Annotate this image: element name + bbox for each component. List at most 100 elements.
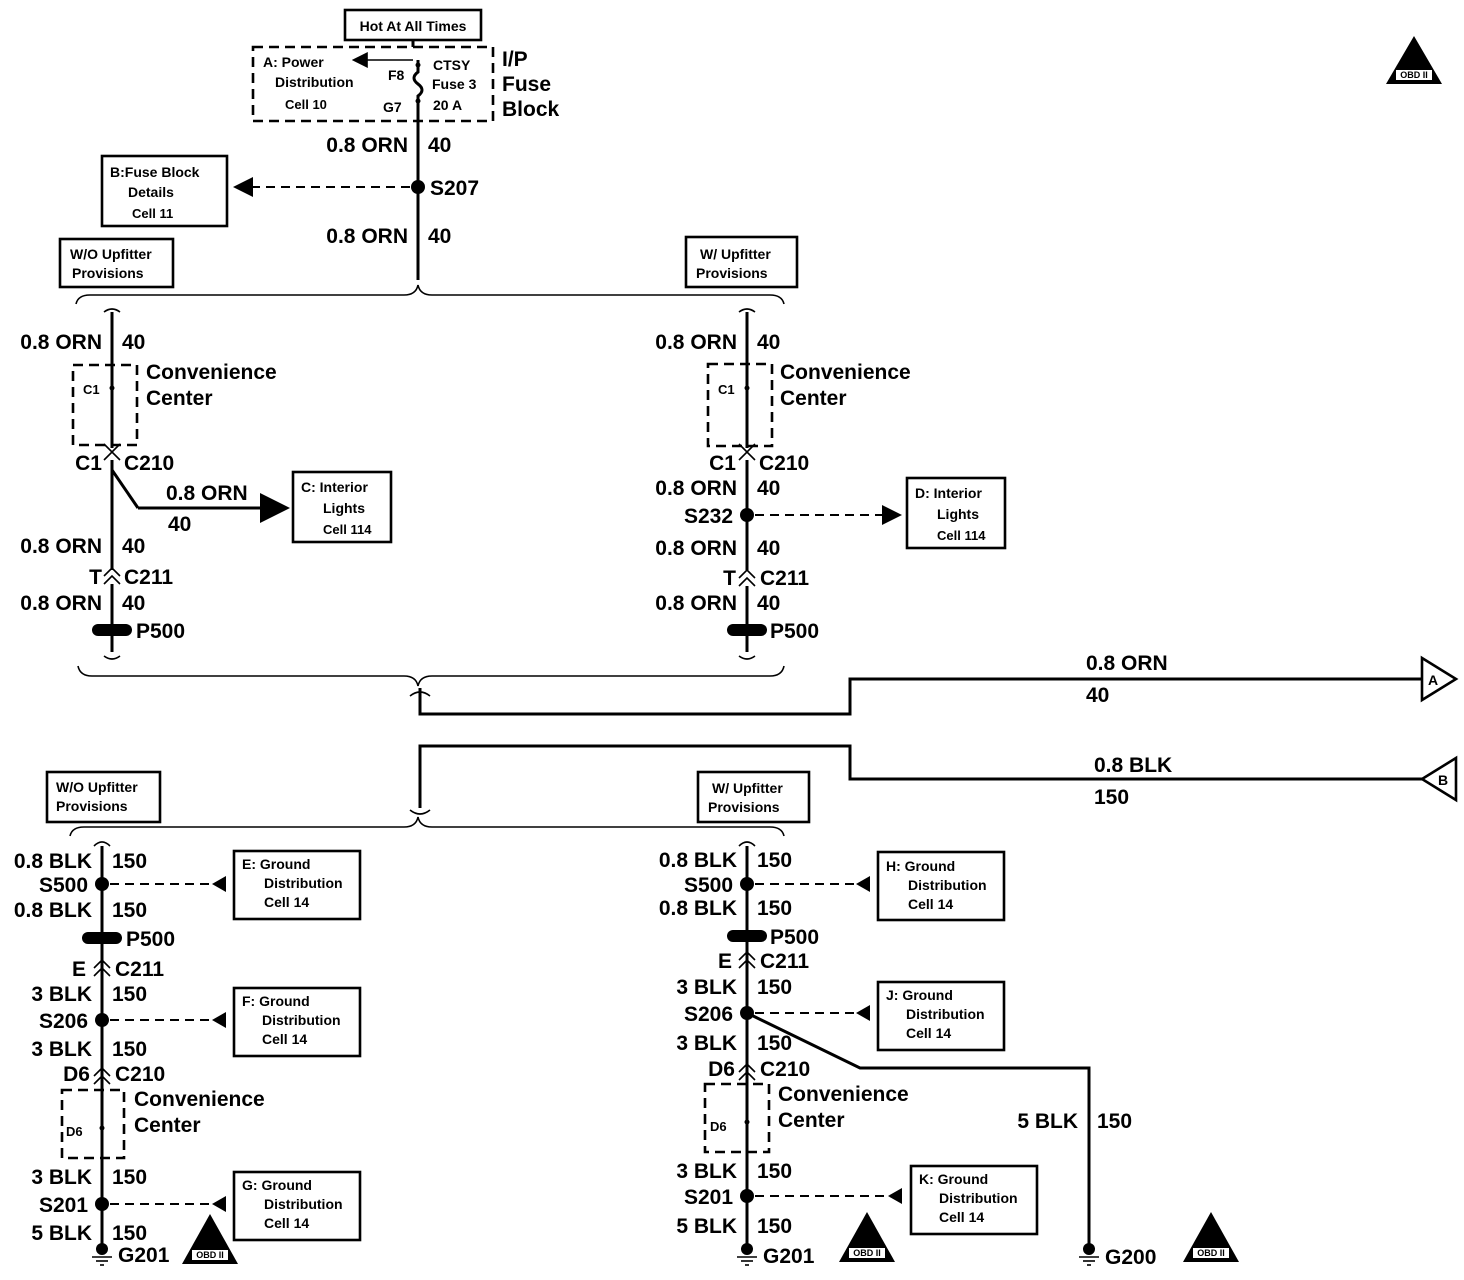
ref-g-line1: G: Ground [242, 1177, 312, 1193]
circuit-label: 40 [122, 331, 145, 354]
convenience-center-label: Convenience [134, 1088, 265, 1111]
option-label: Provisions [696, 265, 768, 281]
ref-b-line2: Details [128, 184, 174, 200]
connector-c211: C211 [124, 566, 173, 589]
fuse-name: CTSY [433, 57, 471, 73]
ref-b-line1: B:Fuse Block [110, 164, 200, 180]
wire-label: 0.8 BLK [659, 897, 737, 920]
connector-t: T [723, 567, 736, 590]
ref-k-box[interactable]: K: Ground Distribution Cell 14 [909, 1164, 1039, 1236]
wire-label: 3 BLK [31, 1038, 92, 1061]
obd-ii-label: OBD II [1400, 70, 1428, 80]
ref-j-line2: Distribution [906, 1006, 985, 1022]
ref-f-box[interactable]: F: Ground Distribution Cell 14 [232, 986, 362, 1058]
connector-a[interactable]: A [1420, 655, 1459, 703]
option-label: W/ Upfitter [712, 780, 783, 796]
convenience-center-label: Center [780, 387, 847, 410]
convenience-center-label: Convenience [780, 361, 911, 384]
wire-label: 0.8 ORN [1086, 652, 1168, 675]
wire-from-connector-b [418, 744, 1422, 808]
fuse-symbol [412, 60, 424, 121]
ref-e-line1: E: Ground [242, 856, 310, 872]
ref-g-box[interactable]: G: Ground Distribution Cell 14 [232, 1170, 362, 1242]
connector-c210: C210 [115, 1063, 165, 1086]
obd-ii-symbol-bm: OBD II [839, 1212, 895, 1262]
pin-f8: F8 [388, 67, 405, 83]
ref-j-box[interactable]: J: Ground Distribution Cell 14 [876, 980, 1006, 1052]
splice-s500: S500 [684, 874, 733, 897]
option-wo-upfitter-1: W/O Upfitter Provisions [58, 237, 175, 289]
wire-label: 3 BLK [31, 983, 92, 1006]
connector-c210: C210 [760, 1058, 810, 1081]
ref-j-line1: J: Ground [886, 987, 953, 1003]
connector-c210: C210 [124, 452, 174, 475]
ref-j-cell: Cell 14 [906, 1025, 951, 1041]
ref-d-line2: Lights [937, 506, 979, 522]
convenience-center-label: Center [134, 1114, 201, 1137]
option-bracket-mid [77, 665, 785, 687]
wire-to-connector-a [418, 677, 1422, 716]
ref-k-cell: Cell 14 [939, 1209, 984, 1225]
convenience-center-label: Center [146, 387, 213, 410]
circuit-label: 40 [757, 477, 780, 500]
splice-s207: S207 [430, 177, 479, 200]
wire-label: 0.8 ORN [20, 331, 102, 354]
ref-h-line1: H: Ground [886, 858, 955, 874]
p500-label: P500 [136, 620, 185, 643]
wire-label: 3 BLK [676, 976, 737, 999]
right-lower-branch: 0.8 BLK 150 S500 0.8 BLK 150 P500 E C211… [659, 841, 1156, 1269]
ref-e-box[interactable]: E: Ground Distribution Cell 14 [232, 849, 362, 921]
pin-c1-small: C1 [718, 382, 735, 397]
wire-label: 0.8 ORN [655, 477, 737, 500]
option-w-upfitter-1: W/ Upfitter Provisions [684, 235, 799, 289]
splice-s206: S206 [684, 1003, 733, 1026]
ref-e-cell: Cell 14 [264, 894, 309, 910]
ref-c-box[interactable]: C: Interior Lights Cell 114 [291, 470, 393, 544]
wire-to-g200 [746, 1011, 1091, 1246]
wire-label: 0.8 BLK [659, 849, 737, 872]
circuit-label: 150 [757, 849, 792, 872]
wire-label: 0.8 BLK [14, 899, 92, 922]
connector-c211: C211 [760, 567, 809, 590]
wire-label: 3 BLK [676, 1160, 737, 1183]
wire-label: 0.8 BLK [14, 850, 92, 873]
circuit-label: 40 [757, 592, 780, 615]
connector-a-label: A [1428, 672, 1438, 688]
option-label: Provisions [72, 265, 144, 281]
ref-h-box[interactable]: H: Ground Distribution Cell 14 [876, 850, 1006, 922]
fuse-rating: 20 A [433, 97, 462, 113]
hot-at-all-times-label: Hot At All Times [360, 18, 467, 34]
splice-s500: S500 [39, 874, 88, 897]
wire-label: 0.8 ORN [326, 225, 408, 248]
ref-b-box[interactable]: B:Fuse Block Details Cell 11 [100, 154, 229, 228]
pin-g7: G7 [383, 99, 402, 115]
wire-label: 5 BLK [31, 1222, 92, 1245]
circuit-label: 40 [757, 331, 780, 354]
splice-s201: S201 [684, 1186, 733, 1209]
ref-d-box[interactable]: D: Interior Lights Cell 114 [905, 476, 1007, 550]
ref-c-cell: Cell 114 [323, 522, 372, 537]
circuit-label: 40 [1086, 684, 1109, 707]
circuit-label: 150 [112, 983, 147, 1006]
splice-s232: S232 [684, 505, 733, 528]
ref-d-line1: D: Interior [915, 485, 982, 501]
connector-b[interactable]: B [1419, 755, 1458, 803]
connector-d6: D6 [708, 1058, 735, 1081]
p500-label: P500 [126, 928, 175, 951]
pin-d6-small: D6 [710, 1119, 727, 1134]
circuit-label: 150 [112, 1038, 147, 1061]
splice-s201: S201 [39, 1194, 88, 1217]
circuit-label: 150 [1094, 786, 1129, 809]
connector-c210: C210 [759, 452, 809, 475]
obd-ii-symbol-top: OBD II [1386, 36, 1442, 84]
power-distribution-ref[interactable]: A: Power [263, 54, 324, 70]
connector-c1: C1 [75, 452, 102, 475]
ref-g-line2: Distribution [264, 1196, 343, 1212]
wire-label: 0.8 ORN [655, 331, 737, 354]
convenience-center-label: Convenience [778, 1083, 909, 1106]
obd-ii-symbol-bl: OBD II [182, 1214, 238, 1264]
ground-g201: G201 [763, 1245, 815, 1268]
convenience-center-label: Convenience [146, 361, 277, 384]
wire-label: 0.8 ORN [655, 537, 737, 560]
power-distribution-ref-line2: Distribution [275, 74, 354, 90]
